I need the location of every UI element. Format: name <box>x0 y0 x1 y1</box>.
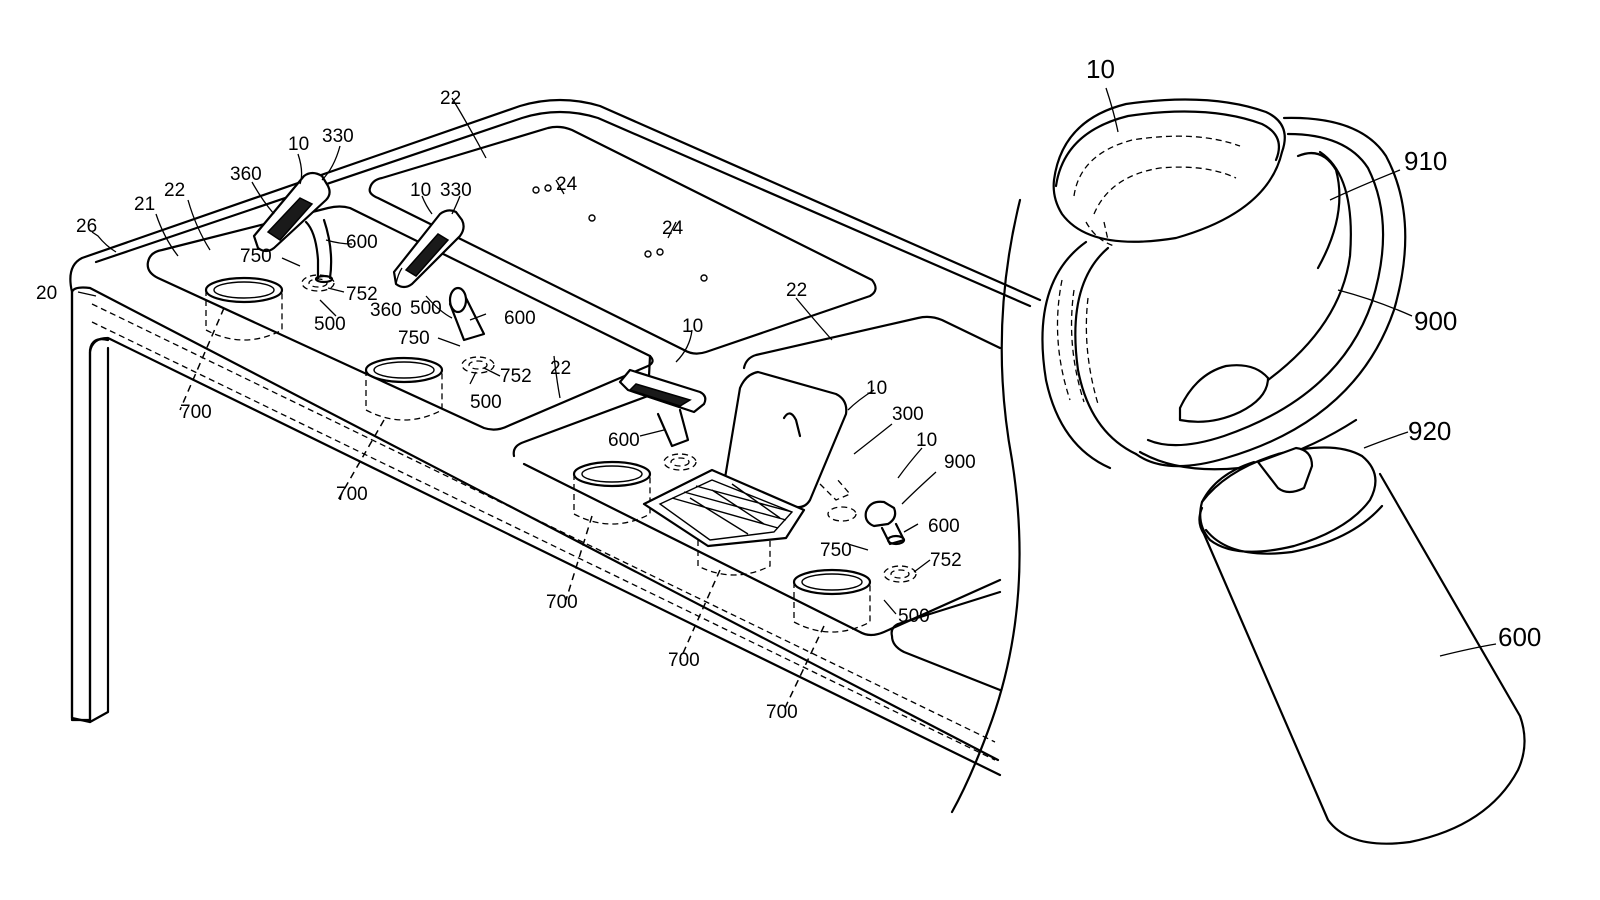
detail-leaders <box>1105 87 1497 657</box>
ref-detail-600: 600 <box>1498 622 1541 652</box>
watch-10 <box>1052 98 1286 247</box>
ref-detail-910: 910 <box>1404 146 1447 176</box>
stand-600 <box>1198 446 1526 845</box>
ref-26: 26 <box>76 216 97 237</box>
ref-500-c: 500 <box>470 392 502 413</box>
table-top-outline <box>69 98 1042 777</box>
ref-330-b: 330 <box>440 180 472 201</box>
ref-detail-920: 920 <box>1408 416 1451 446</box>
ref-360-a: 360 <box>230 164 262 185</box>
well-700-a <box>204 276 284 341</box>
ref-700-e: 700 <box>766 702 798 723</box>
ref-22-a: 22 <box>164 180 185 201</box>
table-top-inner-edge <box>94 110 1032 308</box>
ref-700-d: 700 <box>668 650 700 671</box>
ref-600-b: 600 <box>504 308 536 329</box>
ref-10-e: 10 <box>916 430 937 451</box>
ref-10-a: 10 <box>288 134 309 155</box>
phone-10-a <box>252 171 334 284</box>
ref-750-b: 750 <box>398 328 430 349</box>
ref-330-a: 330 <box>322 126 354 147</box>
well-700-c <box>572 460 652 525</box>
ref-900-small: 900 <box>944 452 976 473</box>
phone-10-c <box>618 368 707 448</box>
ref-700-b: 700 <box>336 484 368 505</box>
coil-752-c <box>663 453 697 471</box>
ref-600-c: 600 <box>608 430 640 451</box>
band-910 <box>1041 116 1407 470</box>
ref-752-c: 752 <box>930 550 962 571</box>
ref-600-d: 600 <box>928 516 960 537</box>
watch-900-small <box>864 500 906 546</box>
table-reference-labels: 20 26 21 22 22 22 22 24 24 10 330 360 10… <box>36 88 976 723</box>
ref-21: 21 <box>134 194 155 215</box>
ref-700-c: 700 <box>546 592 578 613</box>
ref-24-a: 24 <box>556 174 578 195</box>
detail-boundary <box>950 198 1022 814</box>
ref-752-a: 752 <box>346 284 378 305</box>
ref-24-b: 24 <box>662 218 684 239</box>
ref-10-b: 10 <box>410 180 431 201</box>
coil-752-b <box>461 356 495 374</box>
ref-500-d: 500 <box>898 606 930 627</box>
table-edge-dashed <box>91 303 996 761</box>
ref-22-d: 22 <box>786 280 807 301</box>
dock-900 <box>1138 150 1358 471</box>
ref-10-c: 10 <box>682 316 703 337</box>
well-700-b <box>364 356 444 421</box>
ref-750-a: 750 <box>240 246 272 267</box>
ref-20: 20 <box>36 283 57 304</box>
ref-700-a: 700 <box>180 402 212 423</box>
ref-detail-10: 10 <box>1086 54 1115 84</box>
ref-detail-900: 900 <box>1414 306 1457 336</box>
ref-752-b: 752 <box>500 366 532 387</box>
table-leg <box>70 290 110 724</box>
well-700-e <box>792 568 872 633</box>
ref-300: 300 <box>892 404 924 425</box>
coil-752-d <box>883 565 917 583</box>
ref-750-c: 750 <box>820 540 852 561</box>
mat-left <box>146 205 654 431</box>
detail-view <box>950 87 1526 845</box>
mat-back <box>368 125 877 355</box>
display-table <box>69 97 1042 777</box>
laptop-300 <box>642 370 852 548</box>
detail-reference-labels: 10 910 900 920 600 <box>1086 54 1541 652</box>
ref-500-b: 500 <box>410 298 442 319</box>
coil-752-e <box>827 506 857 522</box>
leader-lines <box>77 97 937 711</box>
mat-right <box>512 315 1002 637</box>
ref-600-a: 600 <box>346 232 378 253</box>
ref-22-b: 22 <box>440 88 461 109</box>
ref-22-c: 22 <box>550 358 571 379</box>
marker-24 <box>532 184 708 282</box>
phone-10-b <box>392 209 486 342</box>
ref-360-b: 360 <box>370 300 402 321</box>
ref-500-a: 500 <box>314 314 346 335</box>
ref-10-d: 10 <box>866 378 887 399</box>
